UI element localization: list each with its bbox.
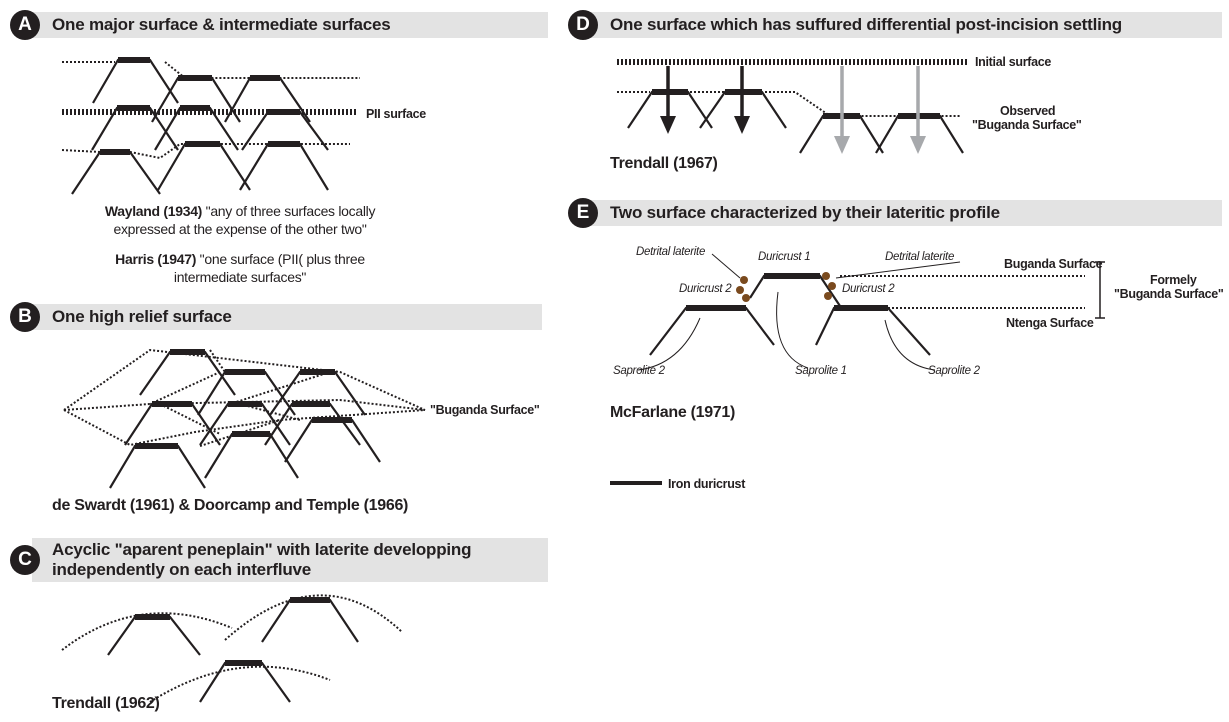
a-mesa-9: [240, 144, 328, 190]
c-mesa-3: [200, 663, 290, 702]
b-mesa-2: [198, 372, 295, 415]
e-mesa-left: [650, 308, 774, 355]
b-mesa-9: [285, 420, 380, 462]
d-grey-arrow-1: [834, 66, 850, 154]
b-mesa-8: [205, 434, 298, 478]
b-mesa-5: [200, 404, 290, 445]
d-grey-arrow-2: [910, 66, 926, 154]
panel-b-diagram: [64, 350, 425, 488]
b-mesa-7: [110, 446, 205, 488]
a-mesa-1: [93, 60, 178, 103]
d-black-arrow-2: [734, 66, 750, 134]
a-mesa-7: [72, 152, 160, 194]
e-mesa-high: [750, 276, 840, 306]
b-mesa-3: [270, 372, 365, 415]
c-mesa-1: [108, 617, 200, 655]
panel-a-diagram: [62, 60, 360, 194]
panel-d-diagram: [617, 62, 967, 154]
panel-e-diagram: [638, 254, 1105, 370]
a-mesa-3: [225, 78, 310, 122]
b-mesa-6: [265, 404, 360, 445]
e-mesa-right: [816, 308, 930, 355]
e-formerly-bracket: [1095, 262, 1105, 318]
d-black-arrow-1: [660, 66, 676, 134]
panel-c-diagram: [62, 595, 402, 702]
